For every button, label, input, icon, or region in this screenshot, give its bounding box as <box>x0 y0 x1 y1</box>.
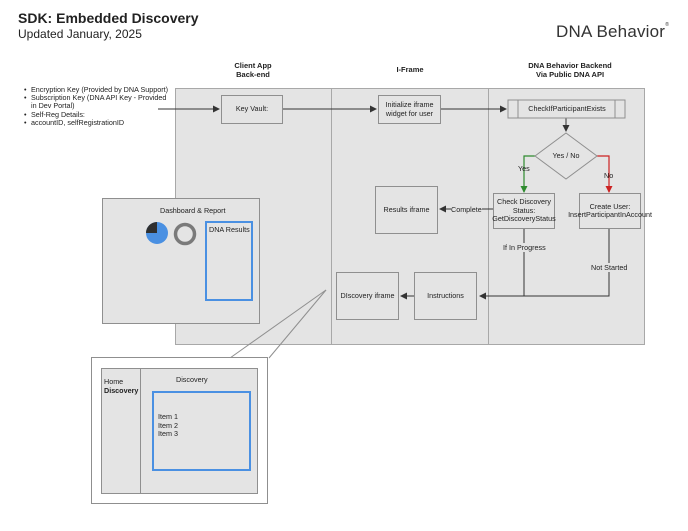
discovery-panel-title: Discovery <box>176 375 208 384</box>
dashboard-title: Dashboard & Report <box>160 206 226 215</box>
prerequisite-item: Self-Reg Details: <box>24 110 169 119</box>
prerequisite-item: accountID, selfRegistrationID <box>24 118 169 127</box>
init-iframe-node: Initialize iframe widget for user <box>378 95 441 124</box>
prerequisites-list: Encryption Key (Provided by DNA Support)… <box>24 85 169 127</box>
lane-header-client: Client App Back-end <box>213 61 293 79</box>
list-item[interactable]: Item 1 <box>158 412 178 421</box>
edge-create-instructions <box>524 229 610 297</box>
lane-title-client-1: Client App <box>234 61 272 70</box>
discovery-content-box <box>152 391 251 471</box>
lane-title-backend-2: Via Public DNA API <box>535 69 605 79</box>
donut-chart-icon <box>173 222 197 246</box>
create-user-node: Create User: InsertParticipantInAccount <box>568 193 652 229</box>
prerequisite-item: Encryption Key (Provided by DNA Support) <box>24 85 169 94</box>
edge-label-yes: Yes <box>518 164 530 173</box>
dna-results-box <box>205 221 253 301</box>
lane-header-backend: DNA Behavior Backend Via Public DNA API <box>510 61 630 79</box>
check-participant-shape <box>507 99 626 119</box>
lane-title-backend-1: DNA Behavior Backend <box>528 61 612 70</box>
dashboard-charts <box>146 222 197 246</box>
decision-node: Yes / No <box>552 151 580 160</box>
lane-header-iframe: I-Frame <box>396 65 424 74</box>
key-vault-node: Key Vault: <box>221 95 283 124</box>
page-subtitle: Updated January, 2025 <box>18 27 142 41</box>
edge-label-in-progress: If In Progress <box>503 243 546 252</box>
discovery-iframe-node: DIscovery iframe <box>336 272 399 320</box>
edge-label-complete: Complete <box>451 205 482 214</box>
discovery-item-list: Item 1 Item 2 Item 3 <box>158 412 178 439</box>
edge-status-instructions <box>479 229 525 300</box>
list-item[interactable]: Item 3 <box>158 429 178 439</box>
discovery-sidebar-divider <box>140 368 141 494</box>
brand-logo: DNA Behavior® <box>556 22 669 42</box>
instructions-node: Instructions <box>414 272 477 320</box>
sidebar-item-home[interactable]: Home <box>104 377 124 386</box>
results-iframe-node: Results iframe <box>375 186 438 234</box>
list-item[interactable]: Item 2 <box>158 420 178 430</box>
callout-line-lower <box>229 289 327 359</box>
page-title: SDK: Embedded Discovery <box>18 10 199 26</box>
edge-decision-no <box>597 155 613 193</box>
edge-decision-yes <box>520 155 535 193</box>
prerequisite-item: Subscription Key (DNA API Key - Provided… <box>24 93 169 110</box>
sidebar-item-discovery[interactable]: Discovery <box>104 385 139 395</box>
dna-results-label: DNA Results <box>209 225 250 234</box>
logo-text: DNA Behavior <box>556 22 666 41</box>
lane-title-client-2: Back-end <box>236 69 270 79</box>
edge-label-no: No <box>604 171 614 180</box>
logo-mark: ® <box>665 22 670 28</box>
check-status-node: Check Discovery Status: GetDiscoveryStat… <box>492 193 556 229</box>
pie-chart-slice <box>146 222 157 233</box>
discovery-sidebar: Home Discovery <box>104 377 139 395</box>
callout-line-upper <box>268 289 327 359</box>
edge-label-not-started: Not Started <box>591 263 628 272</box>
decision-diamond <box>534 132 598 180</box>
check-participant-node: CheckIfParticipantExists <box>528 104 606 113</box>
